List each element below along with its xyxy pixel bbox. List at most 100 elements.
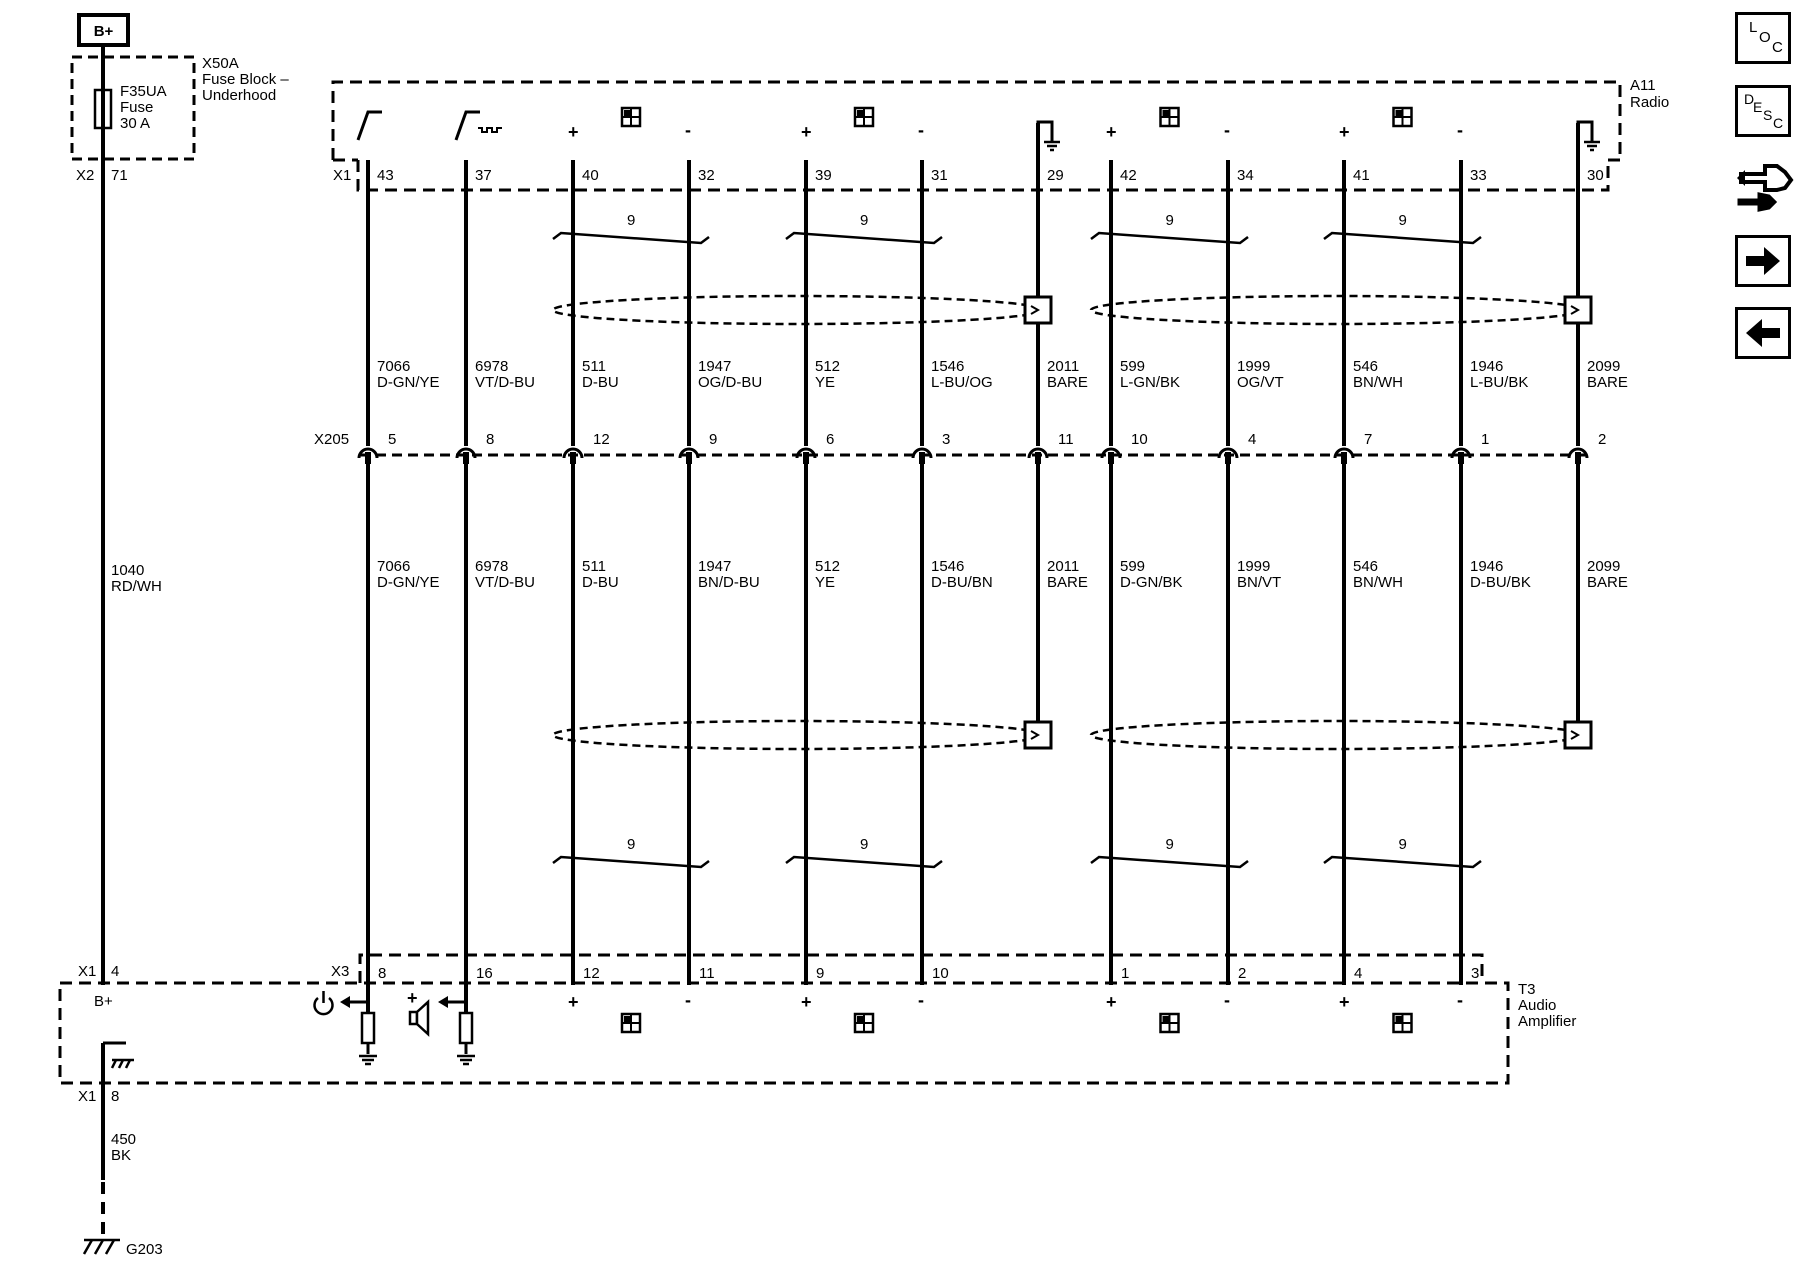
upper-circuit-number: 7066	[377, 358, 410, 375]
x205-pin-label: 8	[486, 431, 494, 448]
x205-pin-label: 1	[1481, 431, 1489, 448]
amp-negative-sign: -	[685, 990, 691, 1010]
amp-pin-label: 1	[1121, 965, 1129, 982]
audio-channel-icon-fill	[1395, 1016, 1402, 1022]
amp-pin-label: 10	[932, 965, 949, 982]
radio-pin-label: 43	[377, 167, 394, 184]
lower-circuit-number: 1946	[1470, 558, 1503, 575]
upper-wire-color: YE	[815, 374, 835, 391]
lower-circuit-number: 512	[815, 558, 840, 575]
x205-pin-label: 4	[1248, 431, 1256, 448]
desc-letter-e: E	[1753, 99, 1762, 115]
lower-circuit-number: 1546	[931, 558, 964, 575]
radio-pin-label: 41	[1353, 167, 1370, 184]
description-button[interactable]: D E S C	[1735, 85, 1791, 137]
twist-label: 9	[1166, 836, 1174, 853]
radio-name: A11	[1630, 77, 1656, 94]
arrow-left-icon	[1746, 319, 1780, 347]
wires-layer	[366, 123, 1580, 985]
upper-circuit-number: 1947	[698, 358, 731, 375]
upper-circuit-number: 6978	[475, 358, 508, 375]
shield-ellipse	[551, 719, 1044, 751]
next-page-button[interactable]	[1735, 235, 1791, 287]
x205-pin-label: 6	[826, 431, 834, 448]
desc-letter-c: C	[1773, 115, 1783, 131]
x205-pin-label: 3	[942, 431, 950, 448]
twisted-pair-marker	[552, 231, 710, 245]
symbols-layer: +-+-+-+-+-+-+-+-	[340, 106, 1600, 1066]
fuse-block-desc: Fuse Block –	[202, 71, 289, 88]
amp-pin-label: 4	[1354, 965, 1362, 982]
radio-desc: Radio	[1630, 94, 1669, 111]
x205-terminal	[1027, 447, 1049, 459]
fuse-block-desc2: Underhood	[202, 87, 276, 104]
radio-negative-sign: -	[918, 120, 924, 140]
radio-negative-sign: -	[1224, 120, 1230, 140]
arrow-right-icon	[1746, 247, 1780, 275]
x205-terminal	[1567, 447, 1589, 459]
ground-connector-label: X1	[78, 1088, 96, 1105]
lower-wire-color: BN/D-BU	[698, 574, 760, 591]
amp-input-arrowhead	[340, 996, 350, 1008]
upper-circuit-number: 1999	[1237, 358, 1270, 375]
upper-circuit-number: 1946	[1470, 358, 1503, 375]
radio-positive-sign: +	[801, 122, 812, 142]
audio-channel-icon-fill	[1162, 110, 1169, 116]
amp-connector-x1-label: X1	[78, 963, 96, 980]
audio-channel-icon-fill	[624, 1016, 630, 1022]
radio-pin-label: 37	[475, 167, 492, 184]
desc-letter-s: S	[1763, 107, 1772, 123]
power-standby-icon	[313, 991, 334, 1016]
lower-wire-color: BN/VT	[1237, 574, 1281, 591]
radio-connector-label: X1	[333, 167, 351, 184]
amp-positive-sign: +	[801, 992, 812, 1012]
upper-wire-color: OG/D-BU	[698, 374, 762, 391]
lower-circuit-number: 546	[1353, 558, 1378, 575]
lower-wire-color: D-GN/YE	[377, 574, 440, 591]
ground-point-icon	[82, 1238, 120, 1255]
ground-pin-label: 8	[111, 1088, 119, 1105]
amp-connector-x3-label: X3	[331, 963, 349, 980]
radio-ground-tap	[1576, 120, 1594, 160]
amp-pin-label: 16	[476, 965, 493, 982]
x205-terminal	[1217, 447, 1239, 459]
amp-pin-label: 9	[816, 965, 824, 982]
power-source-label: B+	[94, 23, 114, 40]
amp-negative-sign: -	[1457, 990, 1463, 1010]
x205-terminal	[357, 447, 379, 459]
lower-circuit-number: 1947	[698, 558, 731, 575]
loc-letter-l: L	[1749, 19, 1757, 36]
upper-wire-color: L-BU/OG	[931, 374, 993, 391]
upper-wire-color: BARE	[1587, 374, 1628, 391]
connector-icon-button[interactable]	[1735, 152, 1795, 220]
radio-ground-tap	[1036, 120, 1054, 160]
twisted-pair-marker	[552, 855, 710, 869]
radio-positive-sign: +	[568, 122, 579, 142]
bplus-circuit-number: 1040	[111, 562, 144, 579]
fuse-connector-label: X2	[76, 167, 94, 184]
shield-drain-arrow	[1570, 305, 1581, 315]
radio-positive-sign: +	[1106, 122, 1117, 142]
upper-wire-color: OG/VT	[1237, 374, 1284, 391]
x205-terminal-pin	[1108, 452, 1114, 464]
audio-channel-icon-fill	[624, 110, 630, 116]
twisted-pair-marker	[785, 855, 943, 869]
lower-wire-color: BN/WH	[1353, 574, 1403, 591]
lower-circuit-number: 2099	[1587, 558, 1620, 575]
lower-wire-color: D-BU/BK	[1470, 574, 1531, 591]
twist-label: 9	[1399, 212, 1407, 229]
upper-circuit-number: 2011	[1047, 358, 1079, 375]
x205-pin-label: 11	[1058, 431, 1074, 448]
resistor-icon	[458, 1011, 474, 1045]
x205-pin-label: 5	[388, 431, 396, 448]
x205-pin-label: 9	[709, 431, 717, 448]
connector-icon	[1737, 164, 1794, 212]
upper-wire-color: D-GN/YE	[377, 374, 440, 391]
location-button[interactable]: L O C	[1735, 12, 1791, 64]
lower-wire-color: D-GN/BK	[1120, 574, 1183, 591]
lower-wire-color: D-BU	[582, 574, 619, 591]
previous-page-button[interactable]	[1735, 307, 1791, 359]
amp-desc2: Amplifier	[1518, 1013, 1576, 1030]
amp-pin-label: 12	[583, 965, 600, 982]
lower-wire-color: BARE	[1587, 574, 1628, 591]
